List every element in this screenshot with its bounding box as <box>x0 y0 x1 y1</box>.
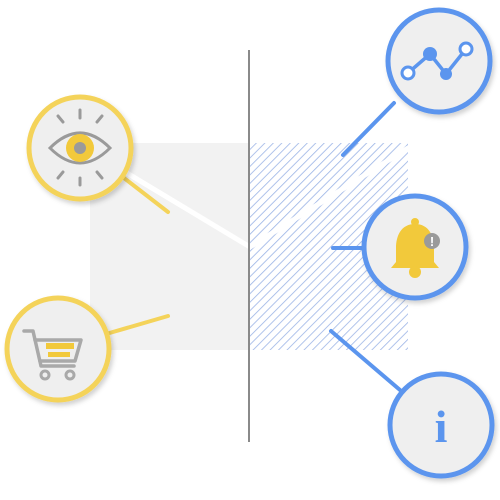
alert-badge-mark: ! <box>430 234 434 249</box>
bell-alert-icon: ! <box>361 193 469 301</box>
line-chart-icon <box>385 7 493 115</box>
info-glyph: i <box>435 401 448 452</box>
info-connector-line <box>329 329 402 392</box>
right-diagonal-line <box>248 145 410 250</box>
shopping-cart-icon <box>4 295 112 403</box>
eye-icon <box>26 94 134 202</box>
info-icon: i <box>387 371 495 479</box>
left-diagonal-line <box>110 161 252 250</box>
eye-connector-line <box>122 176 170 214</box>
cart-connector-line <box>104 314 170 336</box>
chart-connector-line <box>341 101 396 157</box>
